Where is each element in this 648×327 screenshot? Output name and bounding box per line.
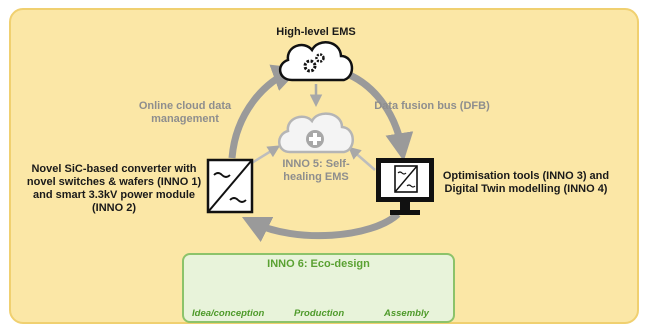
cloud-gears-icon <box>279 41 354 82</box>
arrow-left-to-center <box>249 145 281 166</box>
monitor-icon <box>376 158 434 215</box>
eco-step-assembly: Assembly <box>384 308 429 319</box>
center-label: INNO 5: Self-healing EMS <box>282 158 350 183</box>
arc-bottom <box>241 211 401 243</box>
right-node-label: Optimisation tools (INNO 3) and Digital … <box>442 170 610 195</box>
converter-icon <box>206 158 254 214</box>
eco-design-title: INNO 6: Eco-design <box>267 258 370 270</box>
arrow-right-to-center <box>348 146 376 171</box>
cloud-plus-icon <box>278 112 354 154</box>
left-node-label: Novel SiC-based converter with novel swi… <box>26 163 202 214</box>
eco-step-production: Production <box>294 308 345 319</box>
top-node-label: High-level EMS <box>276 26 356 38</box>
arc-top-right <box>340 68 414 162</box>
eco-design-box: INNO 6: Eco-design Idea/conception Produ… <box>182 253 455 323</box>
eco-step-idea: Idea/conception <box>192 308 265 319</box>
left-arc-label: Online cloud data management <box>138 100 232 125</box>
right-arc-label: Data fusion bus (DFB) <box>374 100 490 112</box>
